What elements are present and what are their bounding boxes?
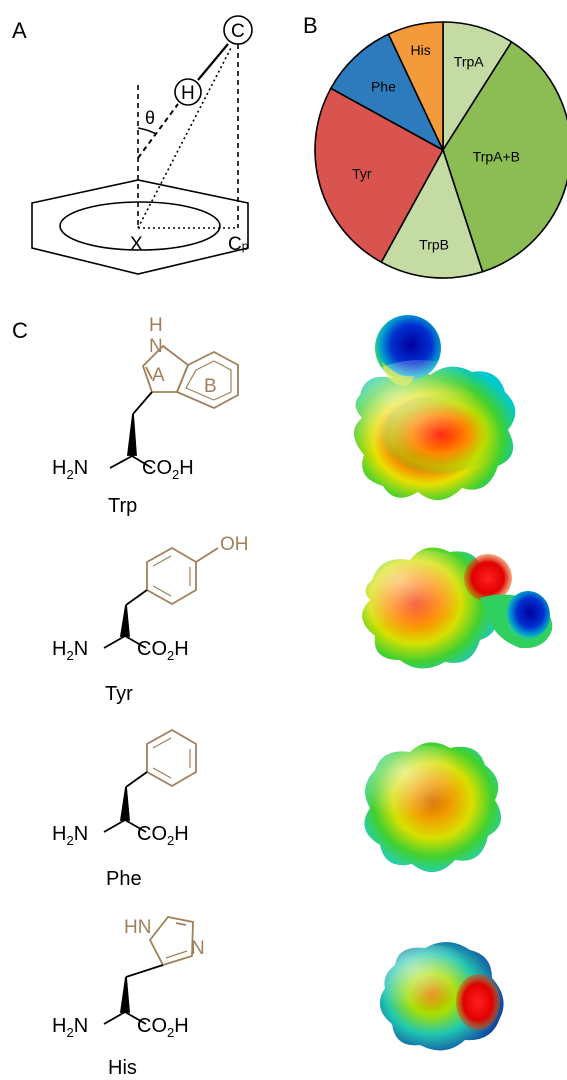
phe-backbone: [103, 771, 148, 833]
pie-label-tyr: Tyr: [352, 166, 372, 182]
pie-label-phe: Phe: [371, 79, 396, 95]
phe-acid: CO2H: [137, 823, 189, 848]
molecule-his: HN N H2N CO2H His: [52, 916, 205, 1079]
theta-arc: [137, 127, 157, 135]
tyr-esp-map: [350, 547, 553, 669]
panel-label-a: A: [12, 18, 27, 43]
trp-indole-rings: [141, 344, 239, 409]
c-atom-label: C: [231, 21, 245, 42]
molecule-trp: H N A B H2N CO2H Trp: [52, 315, 239, 517]
tyr-name: Tyr: [105, 683, 133, 705]
his-amine: H2N: [52, 1015, 88, 1040]
tyr-oh: OH: [220, 534, 249, 555]
phe-name: Phe: [106, 868, 142, 890]
cp-main: C: [228, 234, 242, 255]
geometry-diagram: [31, 15, 253, 275]
tyr-phenol-ring: [146, 546, 219, 606]
h-atom-circle: [174, 78, 202, 106]
pie-label-trpa: TrpA: [454, 53, 484, 69]
his-hn: HN: [124, 917, 151, 938]
phe-esp-map: [360, 742, 502, 873]
his-n: N: [191, 938, 205, 959]
c-atom-circle: [223, 15, 253, 45]
x-to-c-dotted: [137, 45, 233, 229]
pie-label-trpa-b: TrpA+B: [473, 149, 520, 165]
trp-esp-map: [340, 315, 516, 501]
trp-name: Trp: [108, 495, 137, 517]
x-label: X: [130, 234, 143, 255]
h-c-bond: [197, 43, 229, 81]
tyr-backbone: [103, 589, 148, 649]
trp-acid: CO2H: [142, 457, 194, 482]
molecule-phe: H2N CO2H Phe: [52, 728, 197, 890]
cp-label: Cp: [228, 234, 249, 255]
benzene-hexagon: [31, 179, 249, 275]
tyr-amine: H2N: [52, 638, 88, 663]
cp-sub: p: [242, 239, 249, 253]
pie-label-his: His: [411, 42, 431, 58]
trp-nh-h: H: [149, 315, 163, 336]
trp-ring-b: B: [204, 376, 217, 397]
phe-amine: H2N: [52, 823, 88, 848]
tyr-acid: CO2H: [137, 638, 189, 663]
h-atom-label: H: [181, 83, 195, 104]
pie-slice-trpb: [380, 147, 484, 279]
his-esp-map: [375, 941, 504, 1051]
aromatic-ring-ellipse: [59, 201, 221, 251]
panel-label-c: C: [12, 318, 28, 343]
pie-slice-trpa-b: [442, 40, 567, 273]
molecule-tyr: OH H2N CO2H Tyr: [52, 534, 249, 705]
trp-nh-n: N: [149, 336, 163, 357]
his-backbone: [103, 964, 164, 1025]
pie-slice-phe: [329, 33, 445, 152]
his-imidazole-ring: [148, 916, 194, 967]
pie-label-trpb: TrpB: [419, 236, 449, 252]
pie-slice-tyr: [314, 87, 445, 264]
trp-backbone: [109, 391, 153, 469]
his-acid: CO2H: [137, 1015, 189, 1040]
panel-label-b: B: [303, 13, 318, 38]
phe-benzene-ring: [146, 728, 197, 788]
trp-amine: H2N: [52, 457, 88, 482]
theta-label: θ: [145, 108, 155, 128]
x-to-h-dashed: [137, 103, 179, 159]
his-name: His: [108, 1057, 137, 1079]
pie-chart: TrpA TrpA+B TrpB Tyr Phe His: [314, 21, 567, 279]
trp-ring-a: A: [152, 365, 165, 386]
pie-slice-his: [387, 21, 444, 151]
